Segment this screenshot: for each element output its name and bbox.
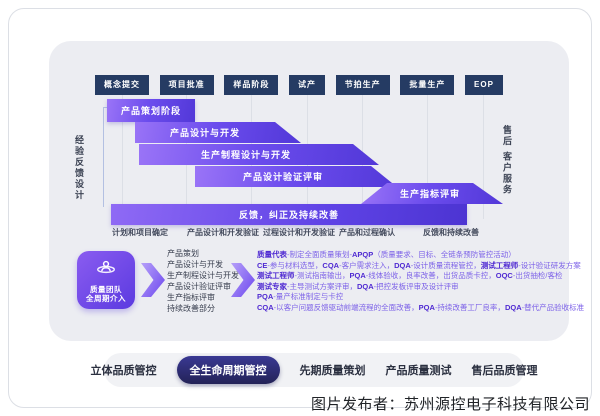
tab-active[interactable]: 全生命周期管控 [176,356,280,384]
stage-box: 项目批准 [159,75,214,95]
bar-product-design-dev: 产品设计与开发 [135,122,301,143]
stage-gridline [483,95,485,219]
role-line: 测试工程师-测试指南输出，PQA-线体验收，良率改善，出货品质卡控，OQC-出货… [257,271,563,280]
image-publisher-caption: 图片发布者：苏州源控电子科技有限公司 [310,396,590,413]
right-vertical-label: 售后 客户服务 [502,125,512,196]
stage-box: 概念提交 [95,75,149,95]
tab-item[interactable]: 售后品质管理 [471,365,538,377]
stage-gridline [426,95,428,219]
stage-box: 试产 [289,75,326,95]
stage-box: 节拍生产 [335,75,390,95]
stage-box: 样品阶段 [224,75,279,95]
team-box-line1: 质量团队 [90,284,122,294]
role-line: 测试专家-主导测试方案评审，DQA-把控发板评审及设计评审 [257,281,459,291]
lifecycle-diagram-panel: 概念提交项目批准样品阶段试产节拍生产批量生产 EOP 产品策划阶段 产品设计与开发… [49,41,585,341]
phase-label-confirm: 产品和过程确认 [339,228,395,237]
bar-production-index-review: 生产指标评审 [361,183,503,204]
activity-item: 产品策划 [167,249,199,258]
quality-roles-block: 质量代表-制定全面质量策划-APQP（质量要求、目标、全链条预防管控活动）CE-… [257,250,585,313]
phase-label-plan: 计划和项目确定 [112,228,168,237]
activity-item: 生产制程设计与开发 [167,271,239,280]
activity-item: 持续改善部分 [167,304,215,313]
bar-design-verification-review: 产品设计验证评审 [195,166,397,187]
activity-item: 生产指标评审 [167,293,215,302]
role-line: PQA-量产标准制定与卡控 [257,292,344,301]
stage-box: 批量生产 [400,75,455,95]
activity-item: 产品设计与开发 [167,260,223,269]
arrow-right-icon [141,263,165,297]
bottom-tab-bar: 立体品质管控 全生命周期管控 先期质量策划 产品质量测试 售后品质管理 [91,353,538,387]
activity-list: 产品策划产品设计与开发生产制程设计与开发产品设计验证评审生产指标评审持续改善部分 [167,248,239,314]
tab-item[interactable]: 产品质量测试 [385,365,452,377]
team-box-line2: 全周期介入 [86,293,126,303]
role-line: CE-参与材料选型，CQA-客户需求注入，DQA-设计质量流程管控，测试工程师-… [257,260,581,270]
bar-product-planning: 产品策划阶段 [107,99,195,122]
tab-item[interactable]: 先期质量策划 [299,365,366,377]
phase-label-product-verify: 产品设计和开发验证 [187,228,259,237]
left-vertical-label: 经验反馈设计 [74,135,84,201]
role-line: CQA-以客户问题反馈驱动前端流程的全面改善，PQA-持续改善工厂良率，DQA-… [257,302,585,312]
feedback-line-vertical [103,108,104,207]
stage-row: 概念提交项目批准样品阶段试产节拍生产批量生产 EOP [95,75,503,219]
stage-column: 批量生产 [400,75,455,219]
phase-label-process-verify: 过程设计和开发验证 [263,228,335,237]
content-card: 概念提交项目批准样品阶段试产节拍生产批量生产 EOP 产品策划阶段 产品设计与开发… [8,8,592,408]
stage-column: 概念提交 [95,75,149,219]
stage-box: EOP [465,75,503,95]
stage-gridline [121,95,123,219]
bar-feedback-improvement: 反馈，纠正及持续改善 [111,204,467,225]
stage-column: EOP [465,75,503,219]
role-line: 质量代表-制定全面质量策划-APQP（质量要求、目标、全链条预防管控活动） [257,250,516,259]
tab-item[interactable]: 立体品质管控 [90,365,157,377]
phase-label-feedback: 反馈和持续改善 [423,228,479,237]
quality-team-box: 质量团队 全周期介入 [77,251,135,309]
activity-item: 产品设计验证评审 [167,282,231,291]
quality-team-person-icon [95,258,117,285]
bar-process-design-dev: 生产制程设计与开发 [139,144,379,165]
feedback-line-horizontal [103,107,108,108]
